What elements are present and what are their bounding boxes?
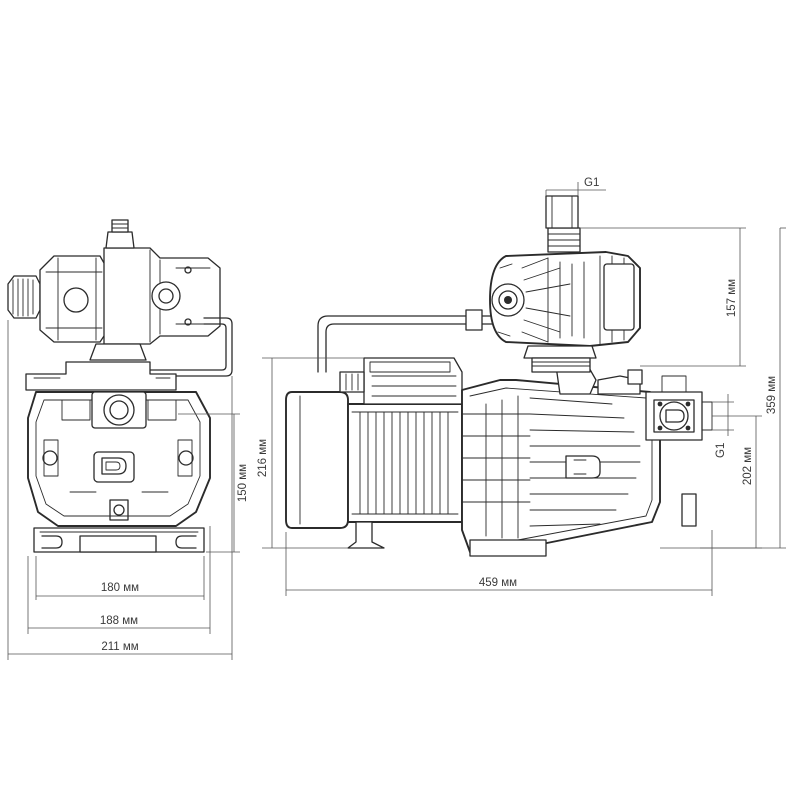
front-view: 180 мм 188 мм 211 мм 150 мм — [7, 219, 249, 660]
dimension-459: 459 мм — [479, 577, 517, 589]
side-motor — [285, 357, 463, 549]
front-pressure-controller — [7, 219, 233, 377]
front-pump-housing — [25, 361, 211, 527]
dimension-g1-outlet: G1 — [584, 177, 599, 189]
front-base — [33, 527, 205, 553]
dimension-202: 202 мм — [742, 447, 754, 485]
dimension-157: 157 мм — [726, 279, 738, 317]
dimension-150: 150 мм — [237, 464, 249, 502]
side-dimension-lines — [262, 182, 786, 596]
side-view: G1 G1 157 мм 359 мм 202 мм 216 мм 459 мм — [257, 177, 786, 596]
front-dimension-lines — [7, 320, 240, 660]
side-inlet-fitting — [645, 375, 713, 441]
side-pump-body — [461, 365, 697, 557]
dimension-188: 188 мм — [100, 615, 138, 627]
dimension-216: 216 мм — [257, 439, 269, 477]
dimension-g1-inlet: G1 — [715, 443, 727, 458]
dimension-180: 180 мм — [101, 582, 139, 594]
side-bypass-pipe — [317, 309, 497, 373]
dimension-359: 359 мм — [766, 376, 778, 414]
dimension-211: 211 мм — [101, 641, 138, 653]
side-pressure-controller — [489, 195, 641, 373]
